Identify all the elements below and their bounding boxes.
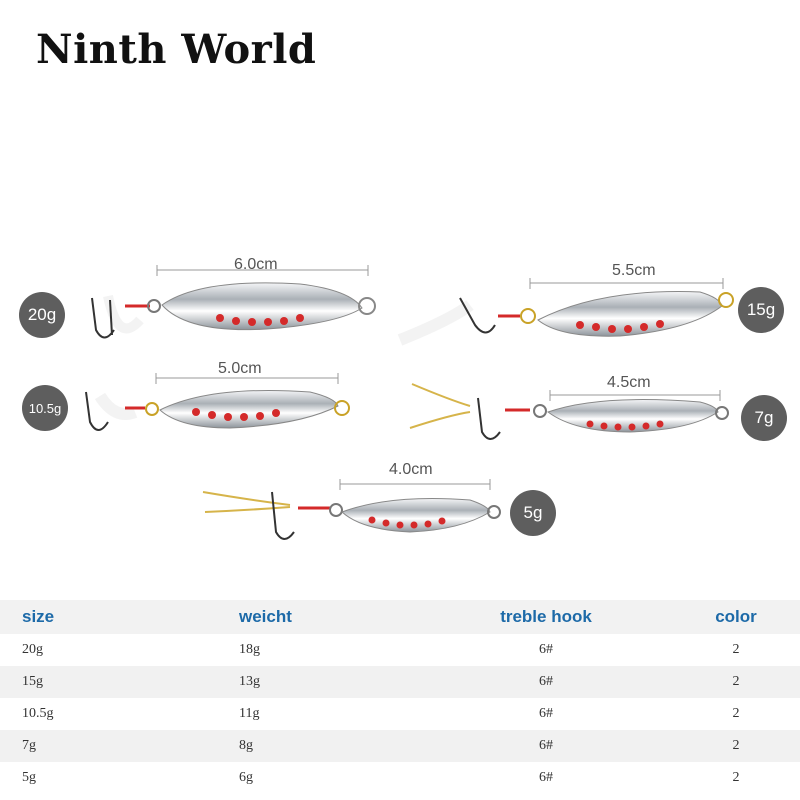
cell-size: 15g (0, 666, 183, 698)
length-label-15g: 5.5cm (612, 262, 656, 279)
cell-size: 10.5g (22, 706, 54, 721)
weight-badge-5g: 5g (510, 490, 556, 536)
product-photo: 6.0cm 5.5cm 5.0cm 4.5cm 4.0cm 20g 15g 10… (19, 256, 787, 540)
table-header-row: size weicht treble hook color (0, 600, 800, 634)
cell-color: 2 (672, 730, 800, 762)
table-row: 10.5g 11g 6# 2 (0, 698, 800, 730)
cell-weight: 18g (239, 642, 260, 657)
cell-treble-hook: 6# (420, 730, 672, 762)
lure-20g (91, 265, 376, 339)
brand-title: Ninth World (36, 26, 317, 73)
lure-7g (409, 383, 729, 440)
length-label-10-5g: 5.0cm (218, 360, 262, 377)
weight-badge-7g: 7g (741, 395, 787, 441)
cell-color: 2 (732, 706, 740, 721)
cell-color: 2 (732, 642, 740, 657)
table-row: 15g 13g 6# 2 (0, 666, 800, 698)
table-row: 5g 6g 6# 2 (0, 762, 800, 794)
header-color: color (672, 600, 800, 634)
length-label-5g: 4.0cm (389, 461, 433, 478)
cell-size: 7g (0, 730, 183, 762)
spec-table: size weicht treble hook color 20g 18g 6#… (0, 600, 800, 794)
length-label-20g: 6.0cm (234, 256, 278, 273)
cell-treble-hook: 6# (539, 706, 553, 721)
weight-badge-15g: 15g (738, 287, 784, 333)
header-weight: weicht (183, 600, 420, 634)
cell-treble-hook: 6# (539, 770, 553, 785)
lure-5g (202, 479, 501, 540)
weight-badge-10-5g: 10.5g (22, 385, 68, 431)
cell-weight: 11g (239, 706, 260, 721)
header-treble-hook: treble hook (420, 600, 672, 634)
header-size: size (0, 600, 183, 634)
cell-size: 5g (22, 770, 36, 785)
cell-treble-hook: 6# (420, 666, 672, 698)
weight-badge-20g: 20g (19, 292, 65, 338)
cell-size: 20g (22, 642, 43, 657)
cell-color: 2 (732, 770, 740, 785)
cell-color: 2 (672, 666, 800, 698)
lures-illustration (85, 265, 734, 540)
cell-weight: 6g (239, 770, 253, 785)
table-row: 20g 18g 6# 2 (0, 634, 800, 666)
cell-treble-hook: 6# (539, 642, 553, 657)
lure-10-5g (85, 373, 350, 431)
lure-15g (397, 278, 734, 346)
table-row: 7g 8g 6# 2 (0, 730, 800, 762)
length-label-7g: 4.5cm (607, 374, 651, 391)
cell-weight: 8g (183, 730, 420, 762)
cell-weight: 13g (183, 666, 420, 698)
